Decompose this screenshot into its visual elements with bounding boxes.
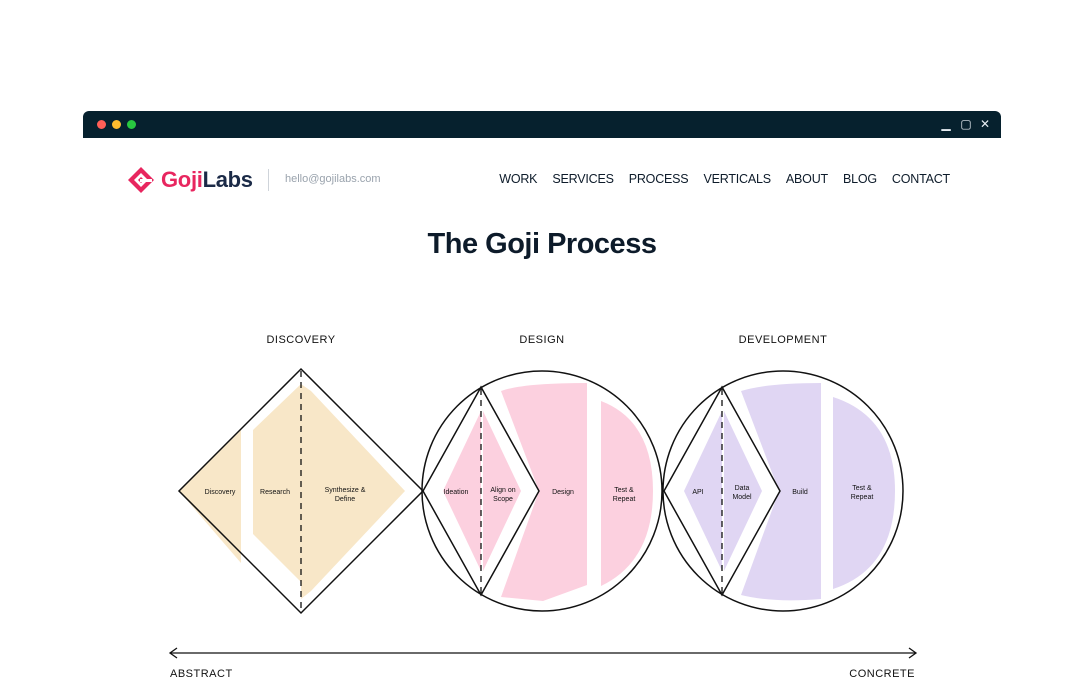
- step-test: Test &: [614, 487, 634, 494]
- browser-window: ▁ ▢ ✕ GojiLabs hello@gojilabs.com WORK S…: [83, 111, 1001, 680]
- step-ideation: Ideation: [444, 489, 469, 496]
- design-circle: Ideation Align on Scope Design Test & Re…: [421, 370, 663, 612]
- step-model: Model: [732, 494, 752, 501]
- step-scope: Scope: [493, 496, 513, 503]
- step-align: Align on: [490, 487, 515, 494]
- design-outline: [421, 370, 663, 612]
- logo-goji: Goji: [161, 167, 203, 192]
- arrow-left-icon: [168, 647, 178, 659]
- nav-about[interactable]: ABOUT: [785, 172, 828, 186]
- nav-process[interactable]: PROCESS: [628, 172, 689, 186]
- axis-concrete: CONCRETE: [849, 668, 915, 680]
- discovery-diamond: Discovery Research Synthesize & Define: [177, 367, 425, 615]
- build-fill: [741, 383, 821, 601]
- process-diagram: DISCOVERY DESIGN DEVELOPMENT Discovery R…: [168, 334, 918, 680]
- goji-logo-icon: [128, 167, 154, 193]
- logo-labs: Labs: [202, 167, 253, 192]
- step-synthesize: Synthesize &: [325, 487, 366, 494]
- data-model-fill: [724, 411, 762, 571]
- logo[interactable]: GojiLabs: [127, 165, 253, 195]
- close-icon[interactable]: ✕: [979, 117, 991, 131]
- step-research: Research: [260, 489, 290, 496]
- abstract-concrete-axis: ABSTRACT CONCRETE: [168, 647, 918, 680]
- step-data: Data: [735, 485, 750, 492]
- phase-discovery: DISCOVERY: [266, 334, 335, 346]
- phase-design: DESIGN: [519, 334, 564, 346]
- design-fill: [501, 383, 587, 601]
- development-diamond-outline: [663, 385, 781, 597]
- development-outline: [662, 370, 904, 612]
- design-diamond-outline: [422, 385, 540, 597]
- development-circle: API Data Model Build Test & Repeat: [662, 370, 904, 612]
- logo-text: GojiLabs: [161, 167, 253, 193]
- step-dev-repeat: Repeat: [851, 494, 874, 501]
- nav-services[interactable]: SERVICES: [552, 172, 614, 186]
- main-nav: WORK SERVICES PROCESS VERTICALS ABOUT BL…: [499, 172, 950, 186]
- arrow-right-icon: [908, 647, 918, 659]
- nav-work[interactable]: WORK: [499, 172, 538, 186]
- page-title: The Goji Process: [427, 228, 657, 260]
- phase-development: DEVELOPMENT: [739, 334, 828, 346]
- header-divider: [268, 169, 269, 191]
- maximize-dot[interactable]: [127, 120, 136, 129]
- axis-abstract: ABSTRACT: [170, 668, 233, 680]
- discovery-fill-1: [179, 430, 241, 563]
- maximize-icon[interactable]: ▢: [960, 117, 972, 131]
- step-discovery: Discovery: [205, 489, 236, 496]
- minimize-dot[interactable]: [112, 120, 121, 129]
- step-design: Design: [552, 489, 574, 496]
- step-dev-test: Test &: [852, 485, 872, 492]
- title-bar: ▁ ▢ ✕: [83, 111, 1001, 138]
- step-build: Build: [792, 489, 808, 496]
- align-fill: [483, 411, 521, 571]
- step-define: Define: [335, 496, 355, 503]
- step-repeat: Repeat: [613, 496, 636, 503]
- research-fill: [253, 384, 301, 582]
- test-repeat-fill: [601, 401, 653, 586]
- nav-contact[interactable]: CONTACT: [891, 172, 950, 186]
- close-dot[interactable]: [97, 120, 106, 129]
- api-fill: [684, 411, 722, 571]
- ideation-fill: [443, 411, 481, 571]
- minimize-icon[interactable]: ▁: [941, 117, 951, 131]
- nav-verticals[interactable]: VERTICALS: [703, 172, 771, 186]
- dev-test-repeat-fill: [833, 397, 895, 589]
- synthesize-fill: [301, 384, 405, 599]
- step-api: API: [692, 489, 703, 496]
- discovery-outline: [177, 367, 425, 615]
- nav-blog[interactable]: BLOG: [842, 172, 877, 186]
- email-link[interactable]: hello@gojilabs.com: [285, 173, 381, 185]
